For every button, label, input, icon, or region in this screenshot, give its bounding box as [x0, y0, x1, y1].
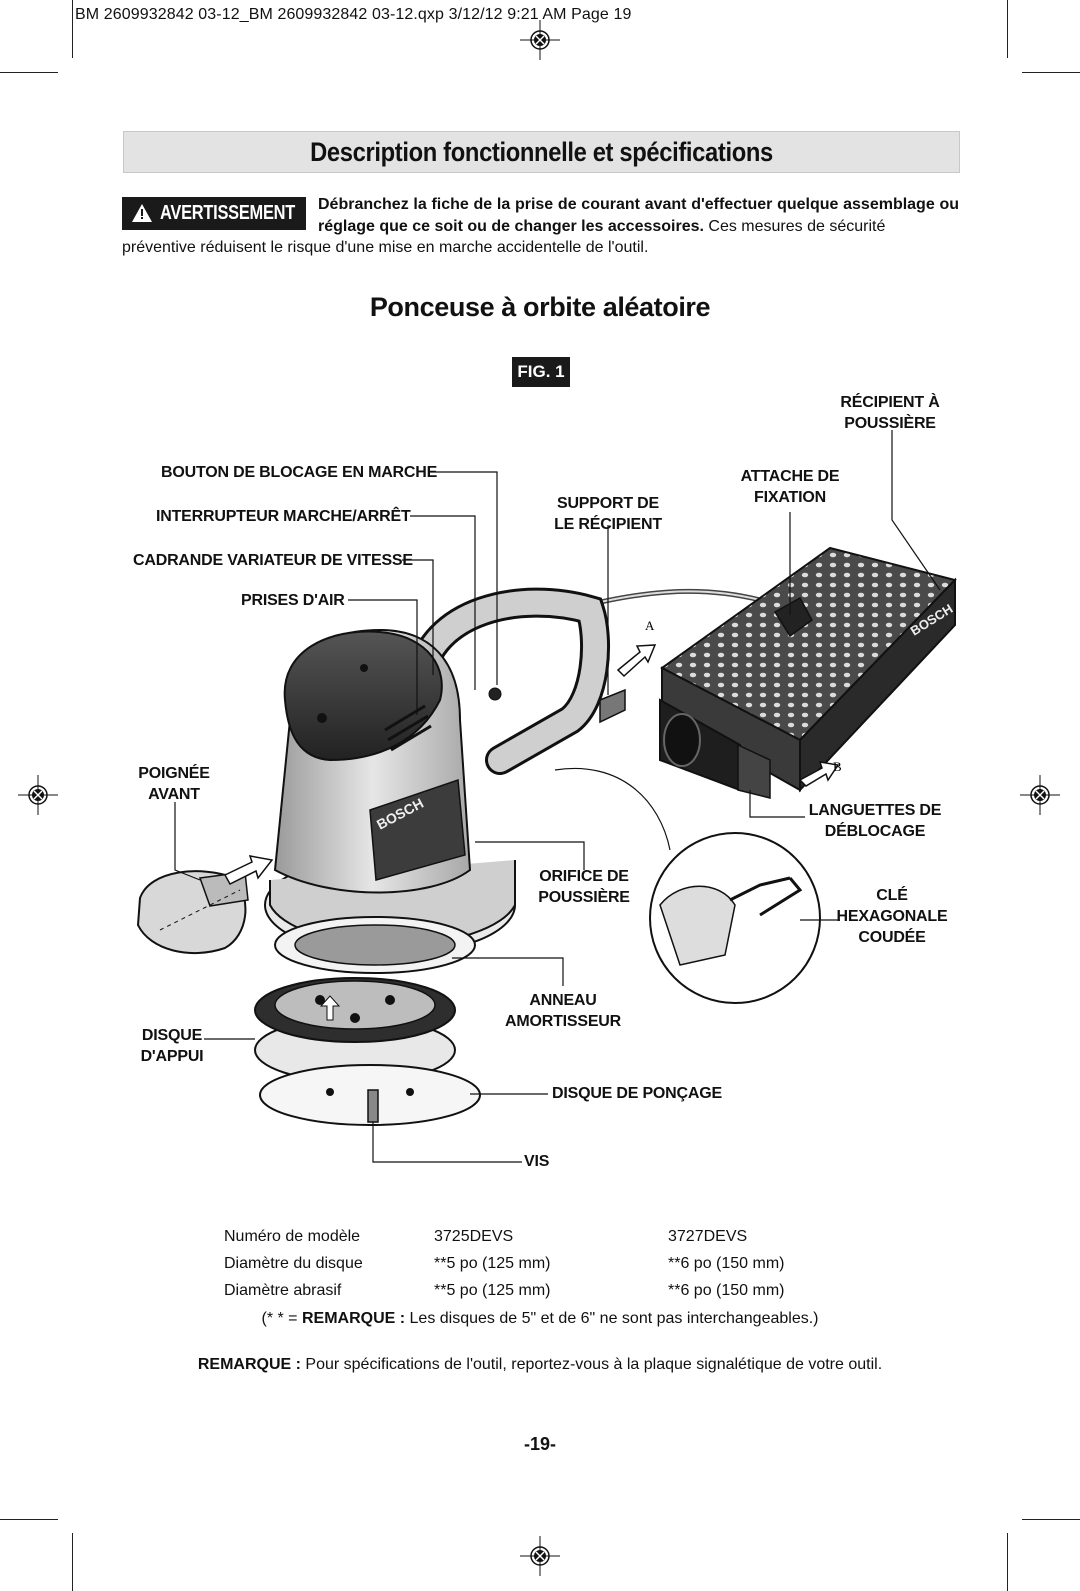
canister-mount [599, 688, 626, 724]
arrow-b [798, 761, 840, 787]
note-interchangeable: (* * = REMARQUE : Les disques de 5" et d… [261, 1310, 819, 1327]
spec-value: 3725DEVS [434, 1228, 514, 1245]
warning-badge: AVERTISSEMENT [122, 197, 306, 230]
spec-value: 3727DEVS [668, 1228, 748, 1245]
hex-key-detail [554, 768, 821, 1004]
leader-lines [174, 430, 941, 1163]
page-title: Description fonctionnelle et spécificati… [310, 137, 773, 167]
label-bouton-blocage: BOUTON DE BLOCAGE EN MARCHE [161, 464, 438, 481]
label-prises-air: PRISES D'AIR [241, 592, 345, 609]
label-support: SUPPORT DE LE RÉCIPIENT [554, 495, 662, 533]
label-attache: ATTACHE DE FIXATION [740, 468, 840, 506]
spec-label: Diamètre du disque [224, 1255, 363, 1272]
note-specifications: REMARQUE : Pour spécifications de l'outi… [197, 1356, 883, 1373]
spec-label: Numéro de modèle [224, 1228, 361, 1245]
crop-mark [1007, 0, 1008, 58]
screw [367, 1089, 379, 1123]
warning-badge-label: AVERTISSEMENT [160, 202, 296, 224]
registration-mark [17, 774, 59, 816]
arrow-a-label: A [645, 618, 655, 633]
dust-canister: BOSCH [659, 546, 957, 799]
spec-value: **5 po (125 mm) [434, 1282, 551, 1299]
spec-label: Diamètre abrasif [224, 1282, 342, 1299]
label-recipient: RÉCIPIENT À POUSSIÈRE [840, 394, 940, 432]
label-languettes: LANGUETTES DE DÉBLOCAGE [808, 802, 942, 840]
warning-triangle-icon [132, 204, 152, 222]
arrow-a [616, 644, 657, 678]
crop-mark [1022, 72, 1080, 73]
warning-normal-text: Ces mesures de sécurité [703, 218, 886, 235]
crop-mark [72, 0, 73, 58]
label-poignee: POIGNÉE AVANT [138, 765, 210, 803]
label-anneau: ANNEAU AMORTISSEUR [504, 992, 622, 1030]
sander-tool: BOSCH [264, 587, 611, 956]
crop-mark [0, 72, 58, 73]
warning-text: Débranchez la fiche de la prise de coura… [318, 194, 959, 238]
label-vis: VIS [524, 1153, 550, 1170]
warning-bold-text: Débranchez la fiche de la prise de coura… [318, 196, 959, 235]
spec-value: **6 po (150 mm) [668, 1255, 785, 1272]
label-disque-appui: DISQUE D'APPUI [140, 1027, 204, 1065]
crop-mark [1007, 1533, 1008, 1591]
print-slug: BM 2609932842 03-12_BM 2609932842 03-12.… [75, 6, 632, 23]
registration-mark [1019, 774, 1061, 816]
spec-value: **6 po (150 mm) [668, 1282, 785, 1299]
crop-mark [1022, 1519, 1080, 1520]
label-cadrande: CADRANDE VARIATEUR DE VITESSE [133, 552, 413, 569]
label-interrupteur: INTERRUPTEUR MARCHE/ARRÊT [156, 508, 411, 525]
registration-mark [519, 1535, 561, 1577]
arrow-b-label: B [833, 759, 842, 774]
crop-mark [0, 1519, 58, 1520]
section-title: Ponceuse à orbite aléatoire [369, 292, 711, 322]
figure-badge: FIG. 1 [512, 357, 570, 387]
label-cle: CLÉ HEXAGONALE COUDÉE [836, 887, 948, 946]
warning-continuation: préventive réduisent le risque d'une mis… [122, 239, 649, 256]
registration-mark [519, 19, 561, 61]
front-handle [136, 855, 274, 955]
spec-value: **5 po (125 mm) [434, 1255, 551, 1272]
page-number: -19- [523, 1434, 556, 1454]
crop-mark [72, 1533, 73, 1591]
label-disque-poncage: DISQUE DE PONÇAGE [552, 1085, 722, 1102]
label-orifice: ORIFICE DE POUSSIÈRE [538, 868, 630, 906]
title-banner: Description fonctionnelle et spécificati… [123, 131, 960, 173]
